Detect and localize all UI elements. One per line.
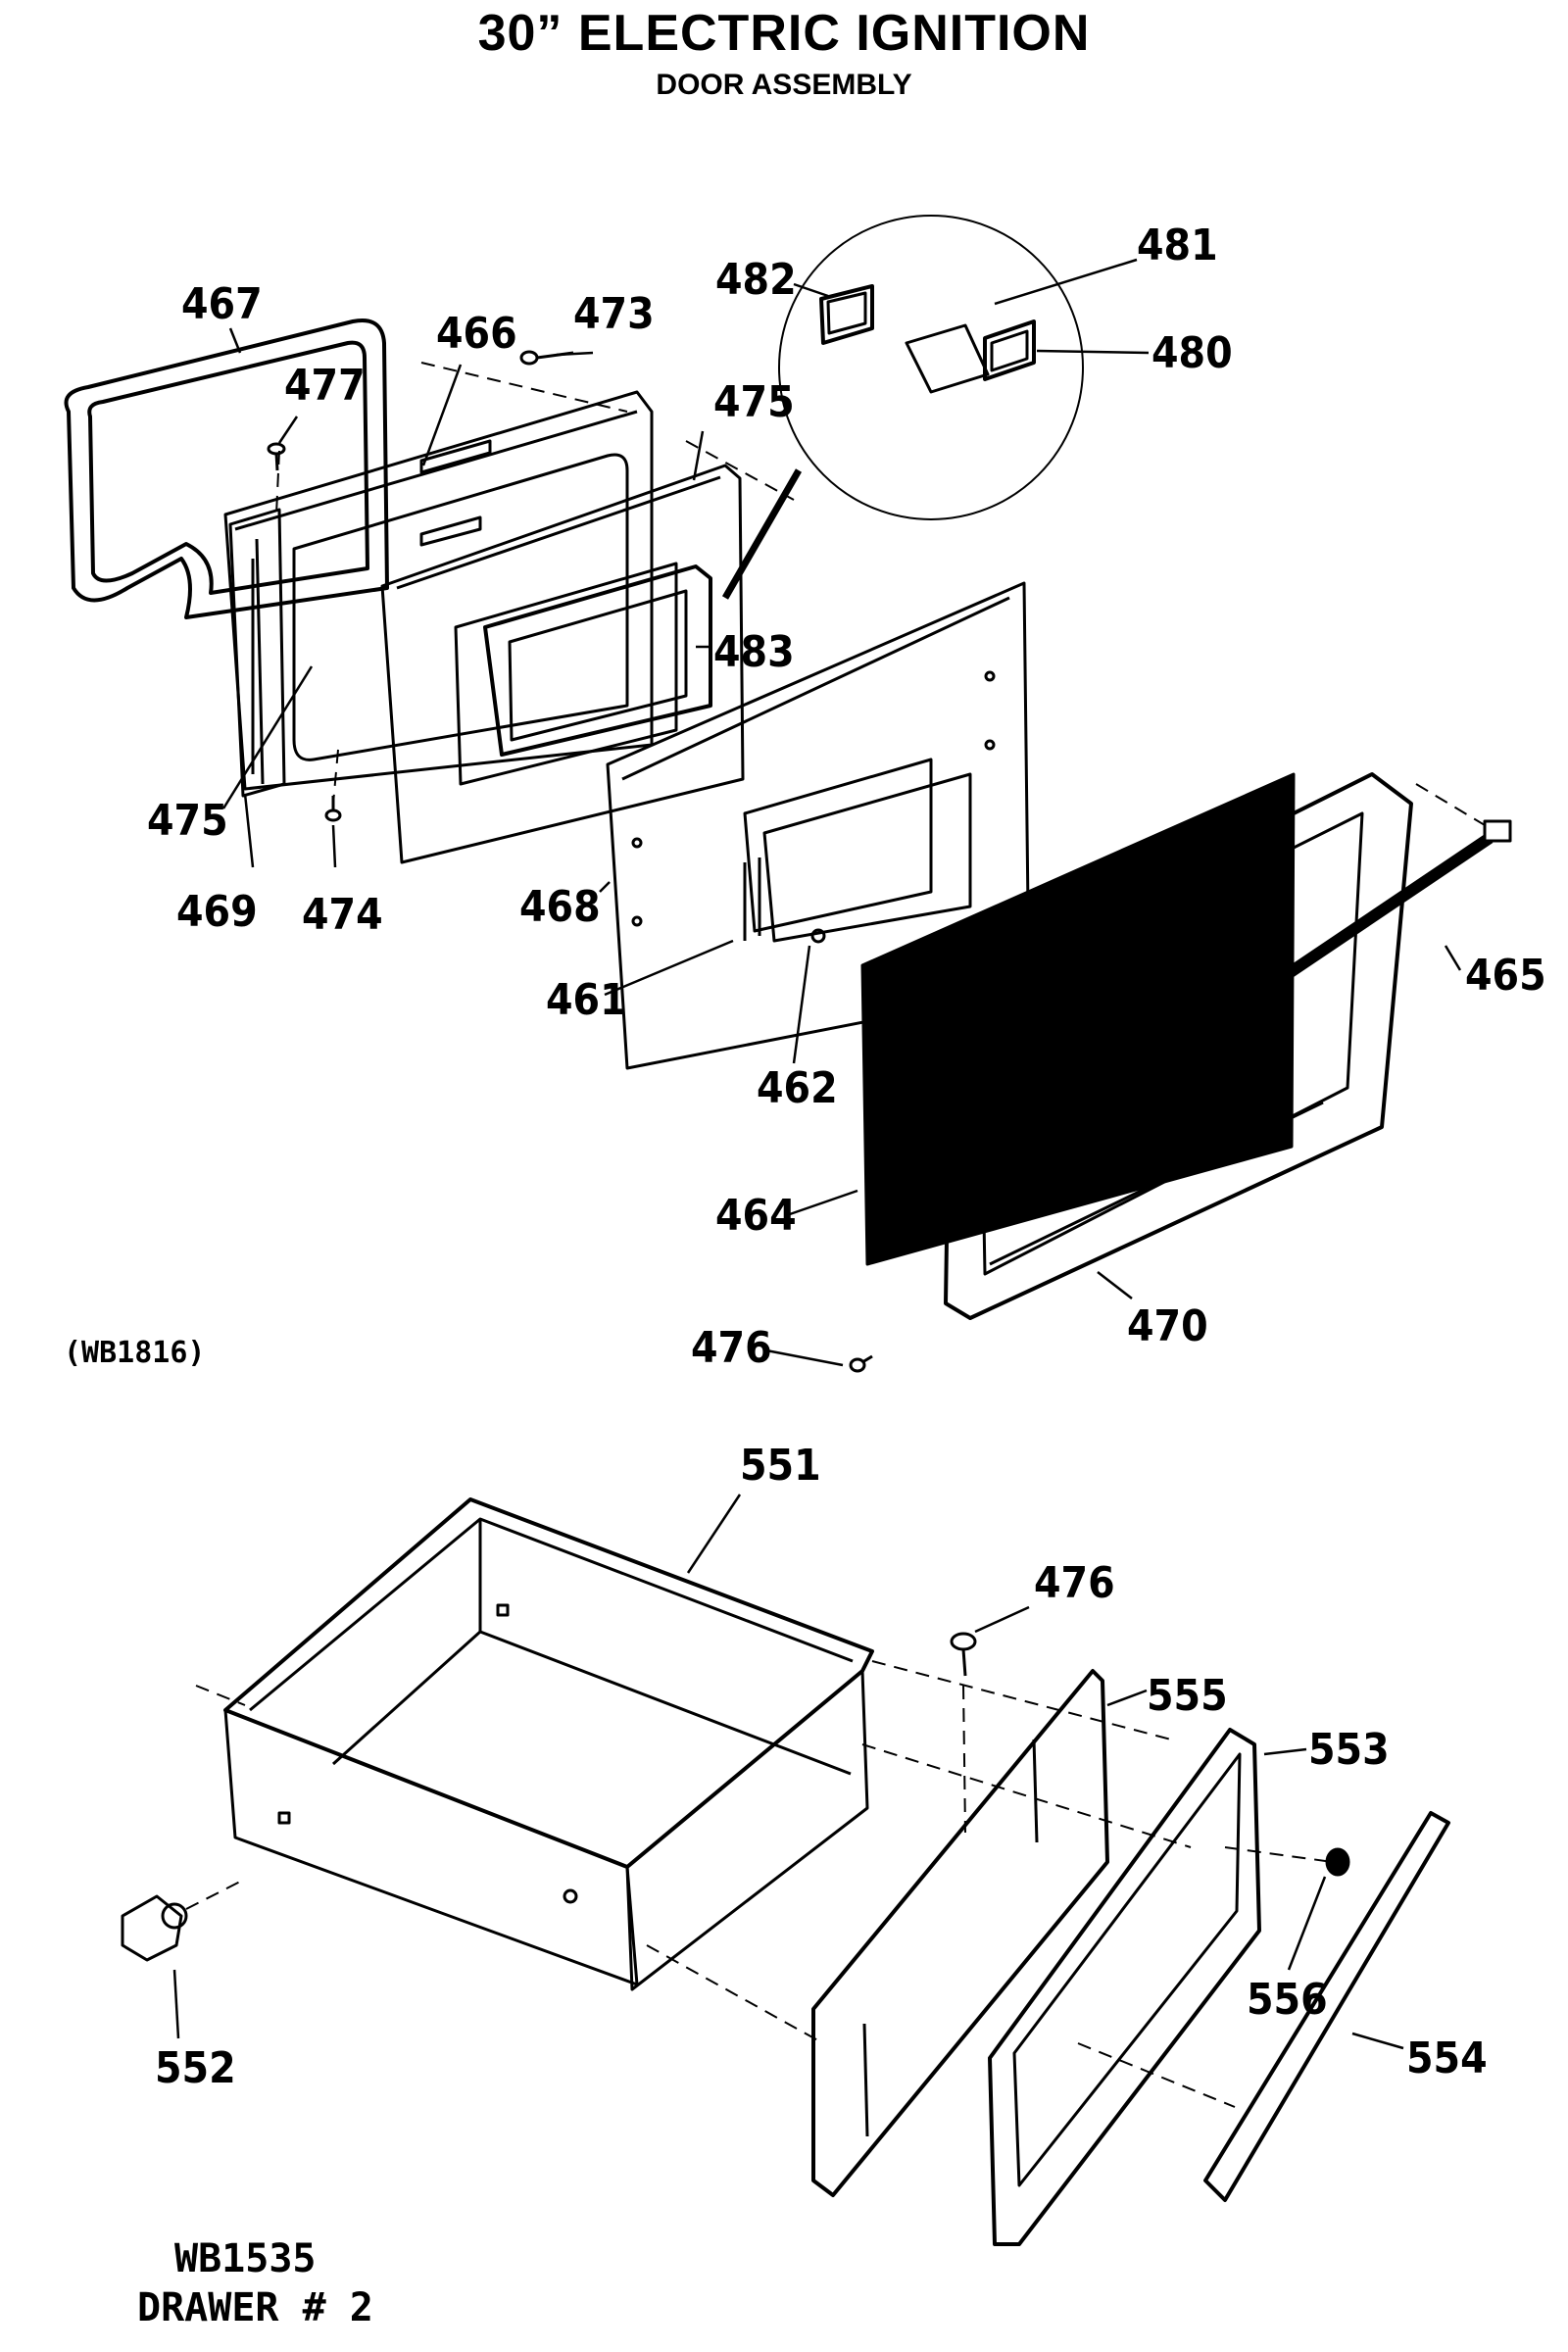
part-label-466: 466 bbox=[436, 309, 517, 359]
part-labels: 467 466 473 482 481 480 477 475 475 483 … bbox=[64, 220, 1546, 2330]
part-label-552: 552 bbox=[155, 2043, 236, 2093]
part-label-469: 469 bbox=[176, 887, 258, 937]
screw-476-lower bbox=[950, 1632, 977, 1677]
part-label-474: 474 bbox=[302, 890, 383, 940]
part-label-461: 461 bbox=[546, 975, 627, 1025]
bumper-556 bbox=[1325, 1847, 1350, 1877]
assembly-lines bbox=[185, 362, 1491, 2108]
part-label-475-left: 475 bbox=[147, 796, 228, 846]
part-label-483: 483 bbox=[713, 627, 795, 677]
part-label-482: 482 bbox=[715, 255, 797, 305]
door-trim-frame-470 bbox=[944, 772, 1413, 1320]
leader-lines bbox=[172, 258, 1462, 2050]
part-label-551: 551 bbox=[740, 1441, 821, 1491]
part-label-467: 467 bbox=[181, 279, 263, 329]
trim-strip-554 bbox=[1203, 1811, 1450, 2202]
part-label-553: 553 bbox=[1308, 1725, 1390, 1775]
part-label-477: 477 bbox=[284, 361, 366, 411]
part-label-475-top: 475 bbox=[713, 377, 795, 427]
door-channel-469 bbox=[228, 508, 286, 798]
part-label-476-lower: 476 bbox=[1034, 1558, 1115, 1608]
part-label-481: 481 bbox=[1137, 220, 1218, 270]
door-gasket-467 bbox=[64, 318, 389, 619]
part-label-554: 554 bbox=[1406, 2034, 1488, 2083]
part-label-480: 480 bbox=[1152, 328, 1233, 378]
door-glass-pack-475 bbox=[380, 464, 745, 864]
door-assembly-code: (WB1816) bbox=[64, 1336, 206, 1370]
drawer-front-553 bbox=[988, 1728, 1261, 2246]
part-label-470: 470 bbox=[1127, 1301, 1208, 1351]
drawer-assembly-name: DRAWER # 2 bbox=[137, 2285, 373, 2330]
drawer-assembly-code: WB1535 bbox=[174, 2236, 317, 2281]
page-subtitle: DOOR ASSEMBLY bbox=[656, 69, 912, 101]
part-label-464: 464 bbox=[715, 1191, 797, 1241]
part-label-556: 556 bbox=[1247, 1975, 1328, 2025]
page-title: 30” ELECTRIC IGNITION bbox=[477, 5, 1091, 62]
window-frame-483 bbox=[483, 564, 712, 757]
handle-bar-465 bbox=[1260, 819, 1512, 995]
drawer-body-551 bbox=[223, 1497, 874, 1991]
screw-476-upper bbox=[849, 1354, 873, 1373]
part-label-476-upper: 476 bbox=[691, 1323, 772, 1373]
screw-477 bbox=[267, 442, 286, 471]
black-glass-464 bbox=[860, 772, 1296, 1266]
roller-552 bbox=[121, 1894, 188, 1962]
detail-circle-481 bbox=[721, 215, 1084, 600]
drawer-bracket-555 bbox=[811, 1669, 1109, 2197]
part-label-555: 555 bbox=[1147, 1671, 1228, 1721]
part-label-473: 473 bbox=[573, 289, 655, 339]
part-label-465: 465 bbox=[1465, 951, 1546, 1001]
part-label-468: 468 bbox=[519, 882, 601, 932]
part-label-462: 462 bbox=[757, 1063, 838, 1113]
